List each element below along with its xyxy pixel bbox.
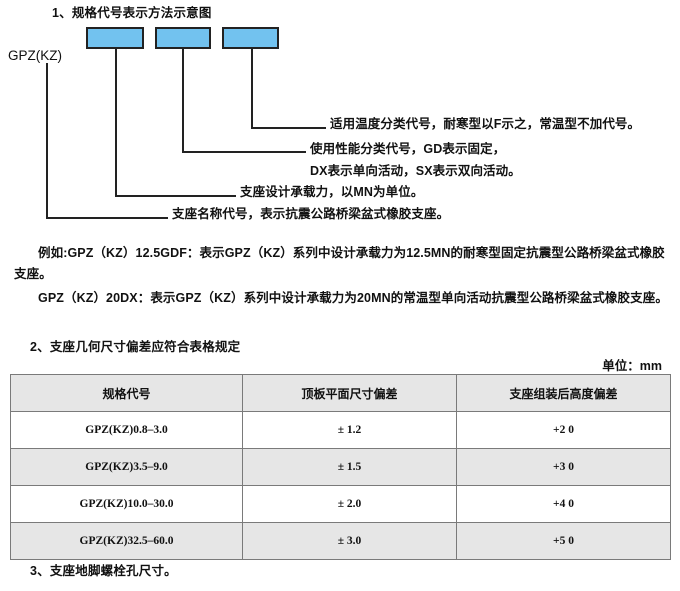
cell-spec-code: GPZ(KZ)3.5–9.0 <box>10 448 243 486</box>
annotation-name-code: 支座名称代号，表示抗震公路桥梁盆式橡胶支座。 <box>172 207 450 221</box>
column-header-height-tolerance: 支座组装后高度偏差 <box>456 374 671 412</box>
leader-line-horizontal-name-code <box>46 217 168 219</box>
example-paragraph-2: GPZ（KZ）20DX：表示GPZ（KZ）系列中设计承载力为20MN的常温型单向… <box>38 291 668 305</box>
cell-top-plate-tolerance: ± 1.5 <box>242 448 457 486</box>
annotation-performance-class-line1: 使用性能分类代号，GD表示固定， <box>310 142 506 156</box>
column-header-top-plate-tolerance: 顶板平面尺寸偏差 <box>242 374 457 412</box>
annotation-design-load: 支座设计承载力，以MN为单位。 <box>240 185 424 199</box>
column-header-spec-code: 规格代号 <box>10 374 243 412</box>
leader-line-vertical-name-code <box>46 63 48 218</box>
leader-line-horizontal-temperature <box>251 127 326 129</box>
leader-line-vertical-load <box>115 49 117 196</box>
code-box-temperature-class <box>222 27 279 49</box>
dimension-tolerance-table: 规格代号 顶板平面尺寸偏差 支座组装后高度偏差 GPZ(KZ)0.8–3.0 ±… <box>10 374 671 560</box>
code-box-performance-class <box>155 27 211 49</box>
leader-line-horizontal-performance <box>182 151 306 153</box>
code-box-load-capacity <box>86 27 144 49</box>
cell-top-plate-tolerance: ± 1.2 <box>242 411 457 449</box>
table-row: GPZ(KZ)32.5–60.0 ± 3.0 +5 0 <box>10 522 671 560</box>
table-row: GPZ(KZ)10.0–30.0 ± 2.0 +4 0 <box>10 485 671 523</box>
table-unit-label: 单位：mm <box>602 359 662 373</box>
cell-spec-code: GPZ(KZ)10.0–30.0 <box>10 485 243 523</box>
example-paragraph-1: 例如:GPZ（KZ）12.5GDF：表示GPZ（KZ）系列中设计承载力为12.5… <box>14 246 665 281</box>
table-row: GPZ(KZ)3.5–9.0 ± 1.5 +3 0 <box>10 448 671 486</box>
cell-top-plate-tolerance: ± 2.0 <box>242 485 457 523</box>
cell-height-tolerance: +5 0 <box>456 522 671 560</box>
cell-spec-code: GPZ(KZ)32.5–60.0 <box>10 522 243 560</box>
leader-line-vertical-temperature <box>251 49 253 128</box>
cell-height-tolerance: +2 0 <box>456 411 671 449</box>
section-2-heading: 2、支座几何尺寸偏差应符合表格规定 <box>30 340 241 354</box>
section-3-heading: 3、支座地脚螺栓孔尺寸。 <box>30 564 177 578</box>
section-1-heading: 1、规格代号表示方法示意图 <box>52 6 212 20</box>
cell-height-tolerance: +3 0 <box>456 448 671 486</box>
diagram-prefix-label: GPZ(KZ) <box>8 48 62 63</box>
leader-line-horizontal-load <box>115 195 236 197</box>
leader-line-vertical-performance <box>182 49 184 152</box>
cell-height-tolerance: +4 0 <box>456 485 671 523</box>
annotation-temperature-class: 适用温度分类代号，耐寒型以F示之，常温型不加代号。 <box>330 117 641 131</box>
annotation-performance-class-line2: DX表示单向活动，SX表示双向活动。 <box>310 164 521 178</box>
spec-code-diagram: GPZ(KZ) <box>0 18 680 233</box>
cell-top-plate-tolerance: ± 3.0 <box>242 522 457 560</box>
table-header-row: 规格代号 顶板平面尺寸偏差 支座组装后高度偏差 <box>10 374 671 412</box>
cell-spec-code: GPZ(KZ)0.8–3.0 <box>10 411 243 449</box>
table-row: GPZ(KZ)0.8–3.0 ± 1.2 +2 0 <box>10 411 671 449</box>
